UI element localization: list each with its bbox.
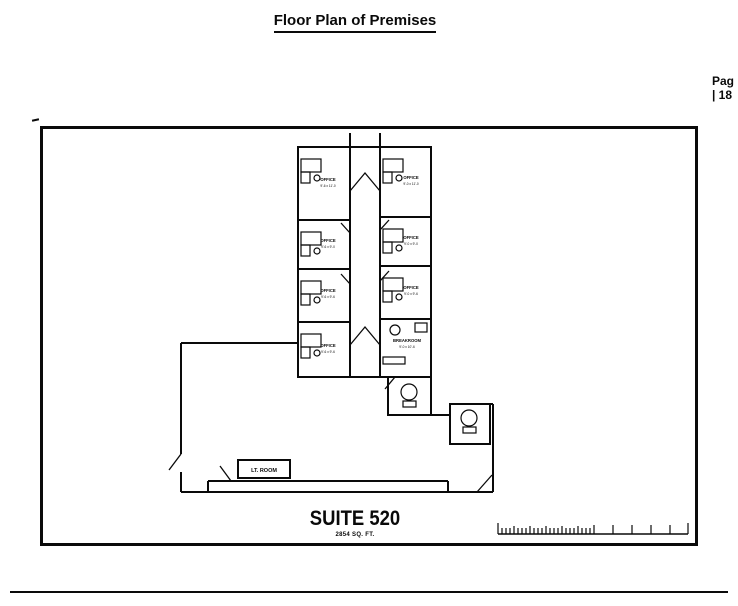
office-label: OFFICE [403,285,419,290]
scale-bar [497,523,689,535]
page-title: Floor Plan of Premises [0,12,710,33]
footer-rule [10,591,728,593]
breakroom-dims: 9'-0 x 10'-6 [399,345,415,349]
page-number: Pag | 18 [712,74,734,102]
page-number-line1: Pag [711,74,734,88]
floor-plan-drawing: OFFICE 9'-6 x 11'-0 OFFICE 9'-6 x 9'-0 O… [168,133,689,535]
office-dims: 9'-6 x 9'-0 [321,245,335,249]
office-dims: 9'-0 x 11'-0 [403,182,419,186]
plan-furniture [300,158,478,434]
office-dims: 9'-0 x 9'-0 [404,242,418,246]
office-label: OFFICE [403,175,419,180]
plan-doors [168,171,493,493]
plan-room-labels: OFFICE 9'-6 x 11'-0 OFFICE 9'-6 x 9'-0 O… [251,175,421,474]
office-dims: 9'-0 x 9'-6 [404,292,418,296]
stray-scan-mark [31,118,40,122]
office-label: OFFICE [320,177,336,182]
page-title-text: Floor Plan of Premises [273,12,437,33]
page-number-line2: | 18 [711,88,733,102]
suite-area: 2854 SQ. FT. [335,532,375,538]
office-label: OFFICE [320,343,336,348]
office-label: OFFICE [320,288,336,293]
suite-label-block: SUITE 520 2854 SQ. FT. [275,507,435,538]
office-dims: 9'-6 x 11'-0 [320,184,336,188]
office-dims: 9'-6 x 9'-6 [321,295,335,299]
office-dims: 9'-6 x 9'-6 [321,350,335,354]
office-label: OFFICE [320,238,336,243]
breakroom-label: BREAKROOM [393,338,421,343]
plan-walls [180,133,494,493]
floor-plan-border: OFFICE 9'-6 x 11'-0 OFFICE 9'-6 x 9'-0 O… [40,126,698,546]
lt-room-label: LT. ROOM [251,468,277,474]
suite-name: SUITE 520 [309,507,401,530]
office-label: OFFICE [403,235,419,240]
